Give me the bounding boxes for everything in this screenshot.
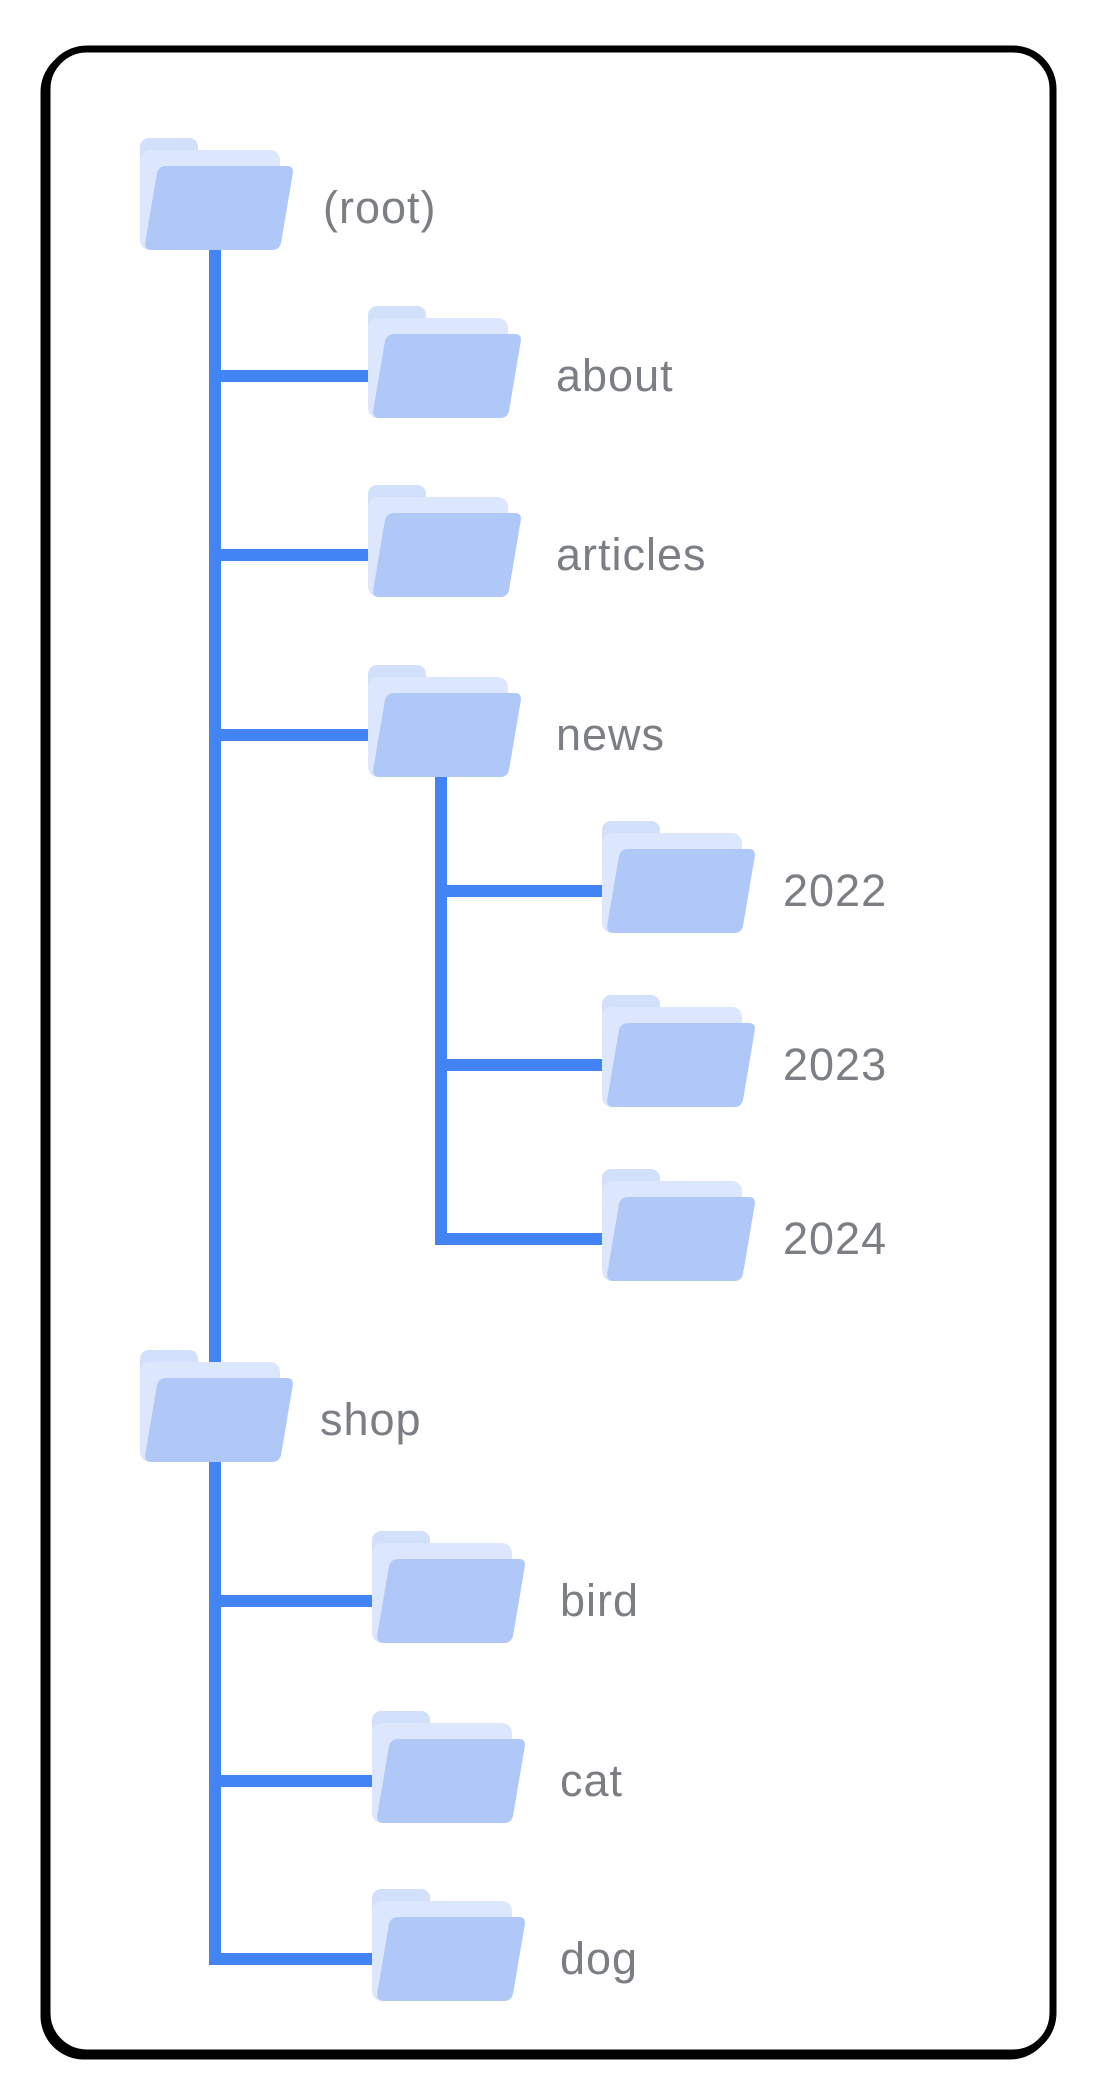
folder-label-root: (root) (323, 182, 437, 233)
folder-icon-news (368, 665, 521, 777)
folder-label-dog: dog (560, 1933, 638, 1984)
connector-branch-2022 (435, 885, 640, 897)
connector-root-trunk (209, 240, 221, 1965)
connector-branch-2023 (435, 1059, 640, 1071)
folder-icon-articles (368, 485, 521, 597)
folder-icon-2023 (602, 995, 755, 1107)
folder-label-about: about (556, 350, 674, 401)
folder-icon-about (368, 306, 521, 418)
folder-icon-root (140, 138, 293, 250)
folder-icon-2024 (602, 1169, 755, 1281)
folder-label-articles: articles (556, 529, 707, 580)
folder-label-shop: shop (320, 1394, 422, 1445)
folder-icon-cat (372, 1711, 525, 1823)
diagram-card (43, 45, 1057, 2057)
folder-icon-bird (372, 1531, 525, 1643)
folder-icon-2022 (602, 821, 755, 933)
folder-icon-shop (140, 1350, 293, 1462)
folder-label-cat: cat (560, 1755, 623, 1806)
folder-label-bird: bird (560, 1575, 639, 1626)
folder-label-2024: 2024 (783, 1213, 887, 1264)
folder-label-news: news (556, 709, 665, 760)
folder-label-2022: 2022 (783, 865, 887, 916)
connector-news-trunk (435, 770, 447, 1245)
folder-label-2023: 2023 (783, 1039, 887, 1090)
connector-branch-2024 (435, 1233, 640, 1245)
folder-icon-dog (372, 1889, 525, 2001)
